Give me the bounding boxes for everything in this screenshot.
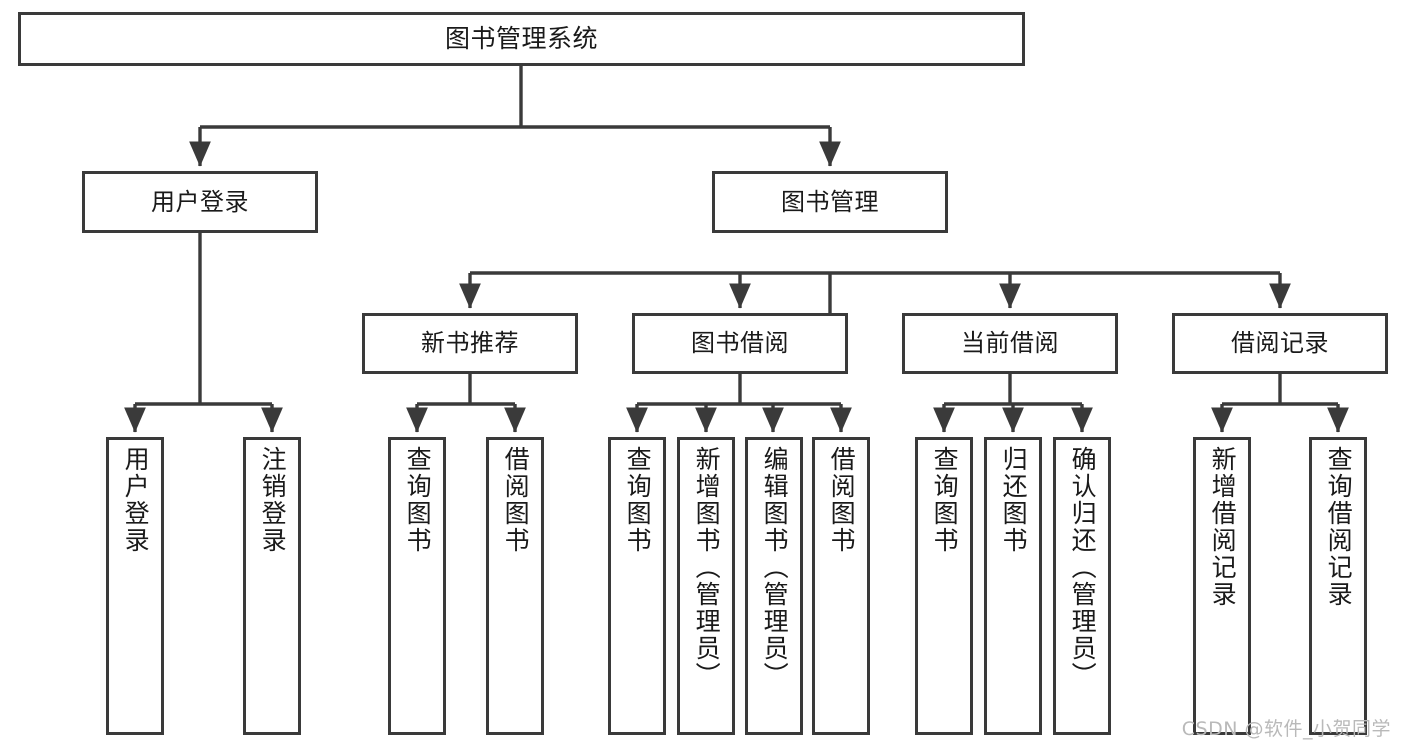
node-leaf-add-borrow-record[interactable]: 新增借阅记录 [1193,437,1251,735]
node-book-borrow[interactable]: 图书借阅 [632,313,848,374]
node-label: 查询图书 [930,446,960,554]
csdn-watermark: CSDN @软件_小贺同学 [1181,718,1391,740]
node-borrow-record[interactable]: 借阅记录 [1172,313,1388,374]
node-leaf-logout-login[interactable]: 注销登录 [243,437,301,735]
node-leaf-user-login[interactable]: 用户登录 [106,437,164,735]
node-leaf-query-borrow-record[interactable]: 查询借阅记录 [1309,437,1367,735]
node-label: 查询借阅记录 [1324,446,1354,608]
node-leaf-borrow-book-recommend[interactable]: 借阅图书 [486,437,544,735]
node-label: 确认归还（管理员） [1068,446,1098,689]
node-leaf-query-book-recommend[interactable]: 查询图书 [388,437,446,735]
node-user-login[interactable]: 用户登录 [82,171,318,233]
node-label: 编辑图书（管理员） [760,446,790,689]
node-label: 借阅图书 [501,446,531,554]
node-label: 图书借阅 [691,329,789,358]
node-root-book-management-system[interactable]: 图书管理系统 [18,12,1025,66]
node-leaf-add-book-admin[interactable]: 新增图书（管理员） [677,437,735,735]
node-label: 新书推荐 [421,329,519,358]
node-label: 注销登录 [258,446,288,554]
node-leaf-confirm-return-admin[interactable]: 确认归还（管理员） [1053,437,1111,735]
node-label: 图书管理系统 [444,24,598,54]
node-new-book-recommend[interactable]: 新书推荐 [362,313,578,374]
node-current-borrow[interactable]: 当前借阅 [902,313,1118,374]
node-label: 查询图书 [403,446,433,554]
node-leaf-query-book-current[interactable]: 查询图书 [915,437,973,735]
node-label: 借阅记录 [1231,329,1329,358]
node-label: 归还图书 [999,446,1029,554]
node-leaf-borrow-book[interactable]: 借阅图书 [812,437,870,735]
node-leaf-query-book-borrow[interactable]: 查询图书 [608,437,666,735]
node-label: 新增图书（管理员） [692,446,722,689]
node-label: 当前借阅 [961,329,1059,358]
node-label: 查询图书 [623,446,653,554]
node-label: 借阅图书 [827,446,857,554]
node-book-management[interactable]: 图书管理 [712,171,948,233]
node-label: 用户登录 [121,446,151,554]
node-label: 新增借阅记录 [1208,446,1238,608]
node-label: 图书管理 [781,187,879,216]
node-leaf-edit-book-admin[interactable]: 编辑图书（管理员） [745,437,803,735]
node-leaf-return-book[interactable]: 归还图书 [984,437,1042,735]
node-label: 用户登录 [151,187,249,216]
